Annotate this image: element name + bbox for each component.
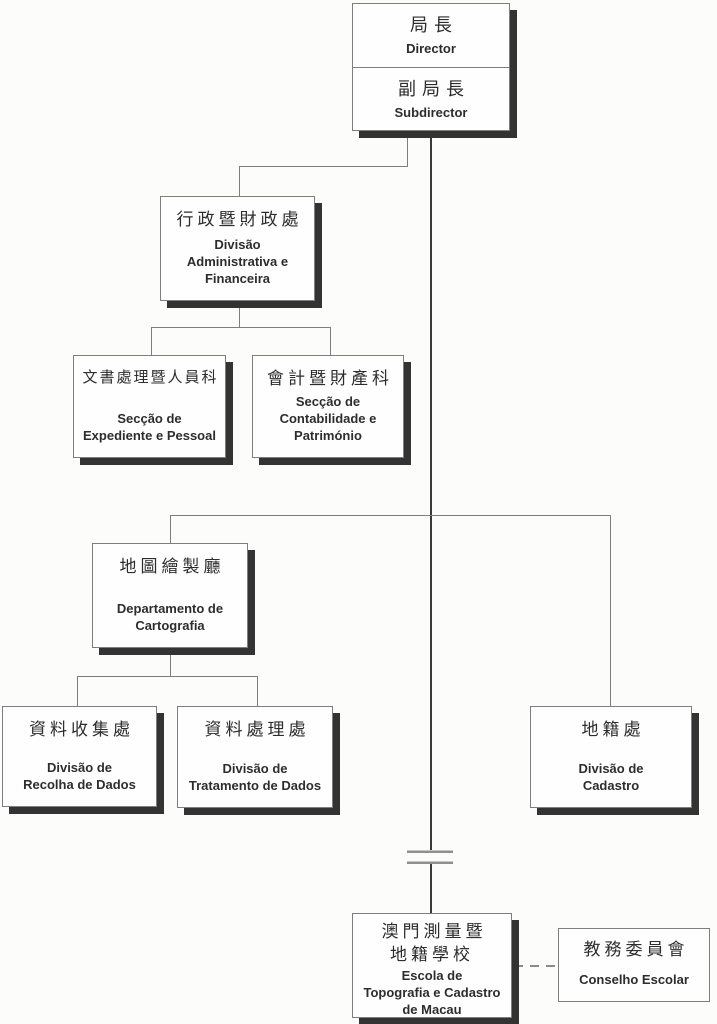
node-title-pt: Divisão de Cadastro <box>578 761 644 794</box>
connector-recolha-entry <box>77 676 78 706</box>
node-title-pt: Departamento de Cartografia <box>116 601 224 634</box>
node-seccao-contabilidade-patrimonio: 會計暨財產科 Secção de Contabilidade e Patrimó… <box>252 355 404 458</box>
director-title-zh: 局長 <box>410 15 458 36</box>
line-break-bar-bottom <box>407 861 453 864</box>
connector-depcart-drop <box>170 648 171 676</box>
node-director-box: 局長 Director 副局長 Subdirector <box>352 3 510 131</box>
connector-director-admfin-horizontal <box>239 166 408 167</box>
connector-seccoes-horizontal <box>151 327 331 328</box>
node-title-pt: Secção de Contabilidade e Património <box>279 394 377 444</box>
node-title-zh: 資料處理處 <box>204 720 310 739</box>
node-title-zh: 資料收集處 <box>29 720 134 739</box>
connector-cadastro-entry <box>610 515 611 706</box>
node-title-pt: Divisão de Tratamento de Dados <box>188 761 322 794</box>
node-title-pt: Divisão de Recolha de Dados <box>23 760 136 793</box>
director-title-pt: Director <box>406 41 456 57</box>
node-title-pt: Conselho Escolar <box>579 972 689 988</box>
connector-depcart-entry <box>170 515 171 543</box>
node-title-pt: Escola de Topografia e Cadastro de Macau <box>363 967 501 1017</box>
connector-secexp-entry <box>151 327 152 355</box>
node-title-zh: 地籍處 <box>581 720 645 739</box>
connector-tratamento-entry <box>257 676 258 706</box>
connector-level3-horizontal <box>170 515 610 516</box>
connector-director-admfin-drop <box>407 131 408 166</box>
node-conselho-escolar: 教務委員會 Conselho Escolar <box>558 928 710 1002</box>
subdirector-title-zh: 副局長 <box>398 78 470 99</box>
line-break-bar-top <box>407 850 453 853</box>
node-divisao-cadastro: 地籍處 Divisão de Cadastro <box>530 706 692 808</box>
subdirector-title-pt: Subdirector <box>394 104 468 120</box>
node-title-pt: Secção de Expediente e Pessoal <box>83 411 216 444</box>
node-escola-topografia-cadastro: 澳門測量暨 地籍學校 Escola de Topografia e Cadast… <box>352 913 512 1018</box>
node-title-zh: 文書處理暨人員科 <box>82 369 219 386</box>
connector-admfin-entry <box>239 166 240 196</box>
node-title-zh: 教務委員會 <box>583 940 689 959</box>
director-cell: 局長 Director <box>353 4 509 68</box>
connector-main-trunk-upper <box>430 131 432 852</box>
connector-main-trunk-lower <box>430 864 432 913</box>
node-title-pt: Divisão Administrativa e Financeira <box>186 237 289 287</box>
node-title-zh: 地圖繪製廳 <box>119 557 225 576</box>
node-divisao-administrativa-financeira: 行政暨財政處 Divisão Administrativa e Financei… <box>160 196 315 301</box>
node-title-zh: 會計暨財產科 <box>267 369 393 388</box>
connector-seccont-entry <box>330 327 331 355</box>
connector-divisoes-horizontal <box>77 676 258 677</box>
node-divisao-tratamento-dados: 資料處理處 Divisão de Tratamento de Dados <box>177 706 333 808</box>
node-departamento-cartografia: 地圖繪製廳 Departamento de Cartografia <box>92 543 248 648</box>
connector-admfin-drop <box>239 301 240 327</box>
connector-escola-conselho-dashed <box>514 965 558 967</box>
subdirector-cell: 副局長 Subdirector <box>353 68 509 131</box>
node-divisao-recolha-dados: 資料收集處 Divisão de Recolha de Dados <box>2 706 157 807</box>
node-title-zh: 澳門測量暨 地籍學校 <box>381 922 487 964</box>
node-seccao-expediente-pessoal: 文書處理暨人員科 Secção de Expediente e Pessoal <box>73 355 226 458</box>
node-title-zh: 行政暨財政處 <box>176 210 303 229</box>
